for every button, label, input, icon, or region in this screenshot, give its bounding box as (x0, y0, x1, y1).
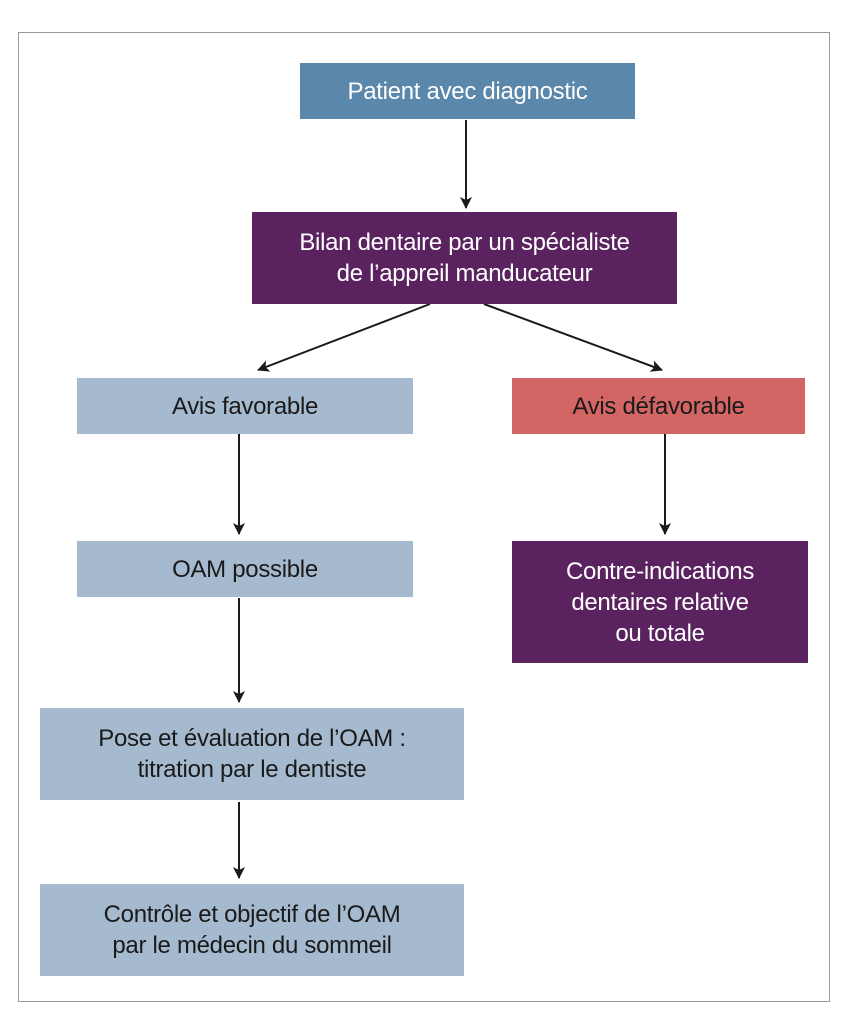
node-controle-objectif-oam: Contrôle et objectif de l’OAM par le méd… (40, 884, 464, 976)
node-text-line: titration par le dentiste (137, 756, 367, 783)
node-text-line: OAM possible (172, 555, 318, 583)
node-text-line: de l’appreil manducateur (336, 260, 593, 287)
node-bilan-dentaire: Bilan dentaire par un spécialiste de l’a… (252, 212, 677, 304)
node-text-line: Avis favorable (171, 392, 319, 420)
node-contre-indications: Contre-indications dentaires relative ou… (512, 541, 808, 663)
node-text-line: Bilan dentaire par un spécialiste (299, 229, 630, 256)
node-text-line: Avis défavorable (572, 392, 745, 420)
node-oam-possible: OAM possible (77, 541, 413, 597)
node-text-line: Patient avec diagnostic (347, 77, 588, 105)
node-text-line: par le médecin du sommeil (112, 932, 392, 959)
node-avis-defavorable: Avis défavorable (512, 378, 805, 434)
node-patient-avec-diagnostic: Patient avec diagnostic (300, 63, 635, 119)
node-text-line: Contre-indications (565, 557, 755, 585)
diagram-frame (18, 32, 830, 1002)
node-pose-evaluation-oam: Pose et évaluation de l’OAM : titration … (40, 708, 464, 800)
node-text-line: ou totale (615, 619, 705, 647)
node-text-line: Pose et évaluation de l’OAM : (98, 725, 406, 752)
node-text-line: dentaires relative (571, 588, 749, 616)
node-text-line: Contrôle et objectif de l’OAM (103, 901, 401, 928)
arrow-bilan-to-favorable (257, 303, 431, 372)
arrow-bilan-to-defavorable (483, 303, 663, 372)
node-avis-favorable: Avis favorable (77, 378, 413, 434)
